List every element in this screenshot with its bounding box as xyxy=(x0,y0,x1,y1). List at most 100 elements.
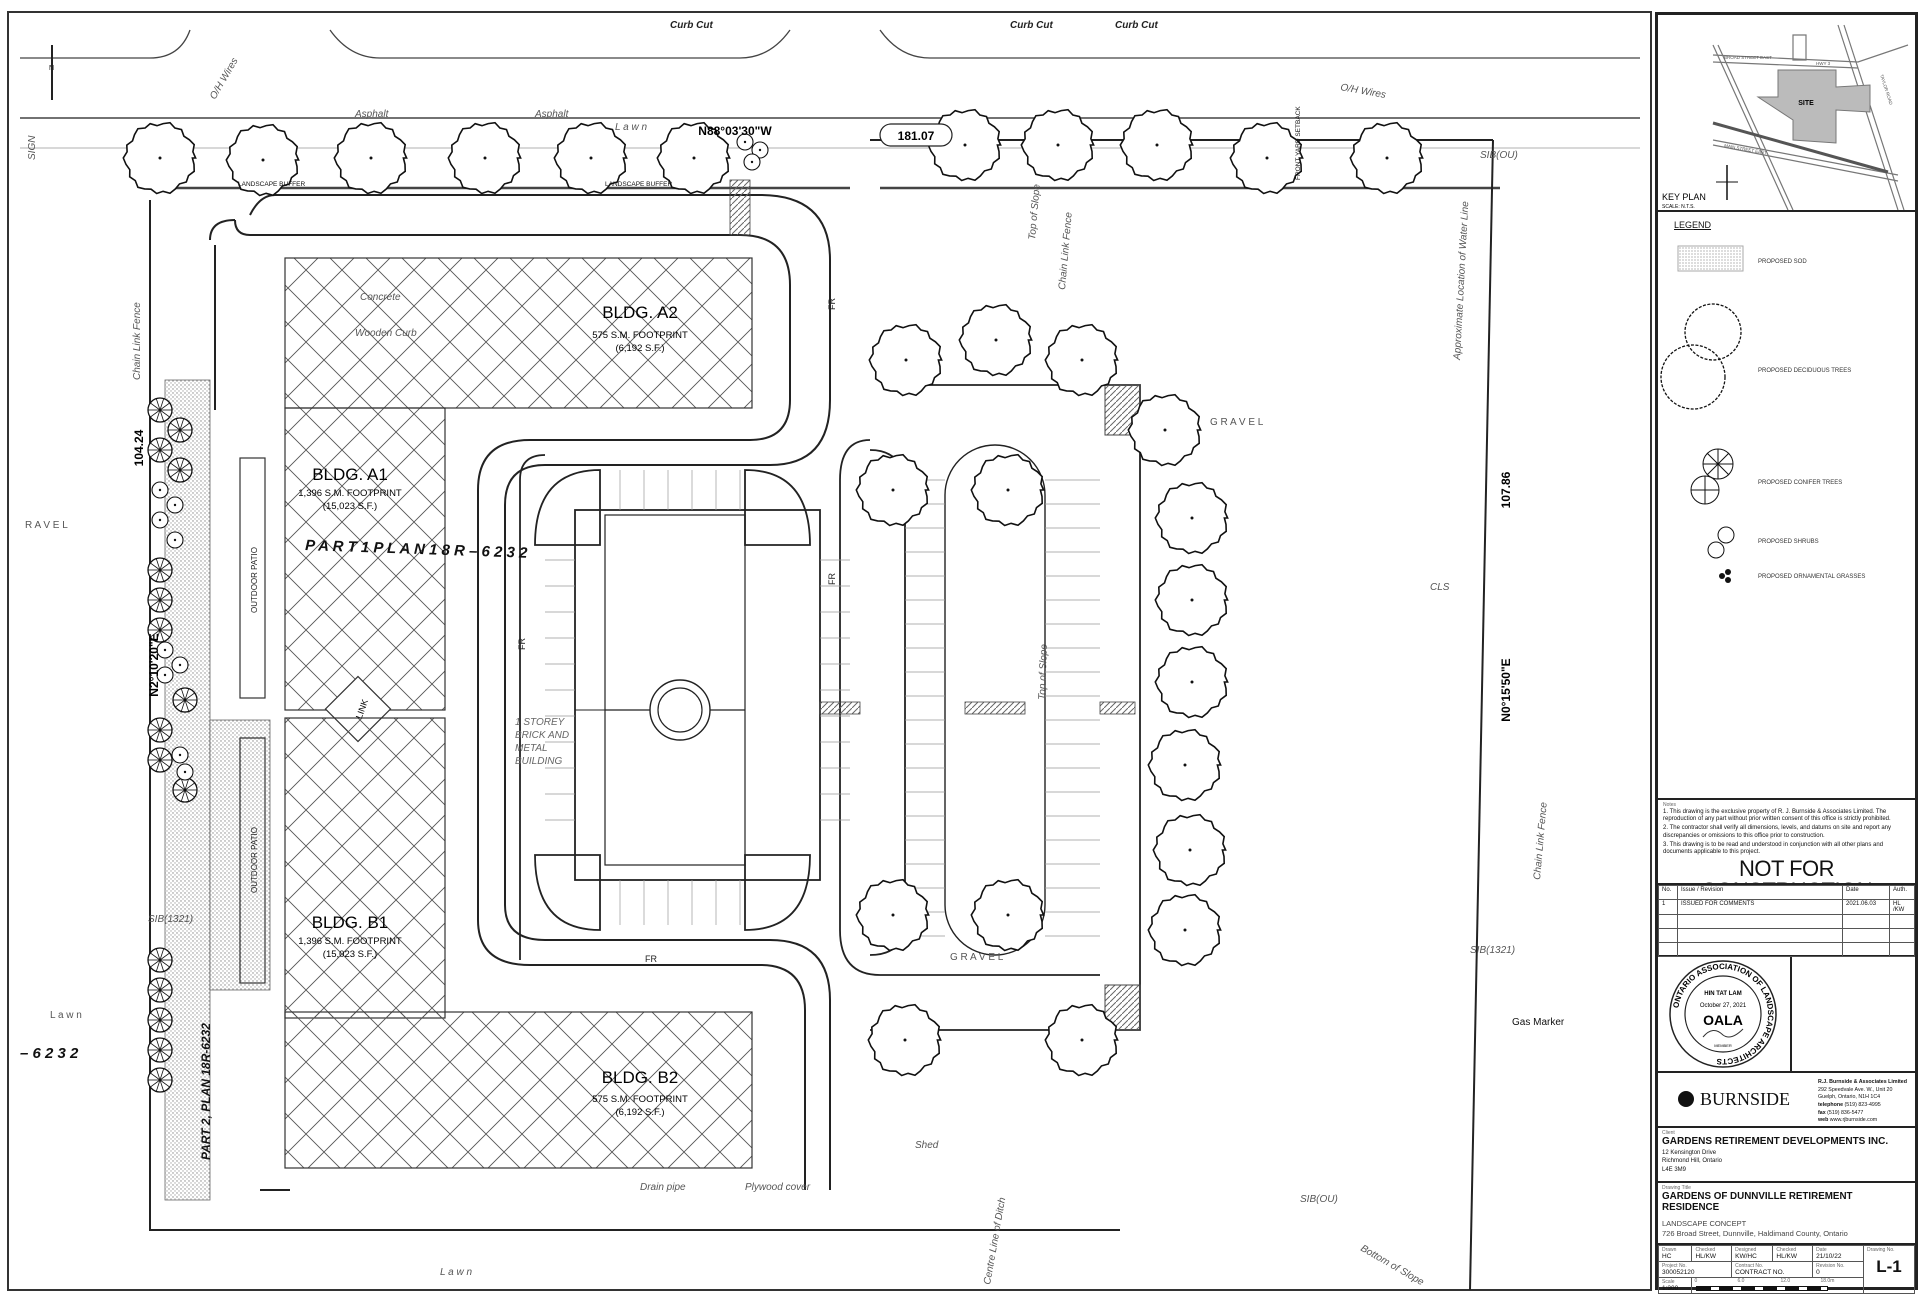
legend-item-deciduous: PROPOSED DECIDUOUS TREES xyxy=(1758,368,1852,374)
key-plan-road-main: MAIN STREET EAST xyxy=(1724,143,1768,155)
shrub-icon xyxy=(736,133,754,151)
key-plan-title: KEY PLAN xyxy=(1662,192,1706,202)
notes-title: Notes xyxy=(1663,802,1677,808)
deciduous-tree-icon xyxy=(1127,393,1202,467)
note-3: 3. This drawing is to be read and unders… xyxy=(1663,841,1884,855)
drawn-value: HC xyxy=(1662,1253,1672,1260)
drawing-no-value: L-1 xyxy=(1876,1257,1902,1276)
asphalt-label-2: Asphalt xyxy=(534,109,570,120)
landscape-buffer-label-2: LANDSCAPE BUFFER xyxy=(605,181,672,188)
conifer-tree-icon xyxy=(147,747,173,773)
north-arrow-icon xyxy=(1716,165,1738,200)
outdoor-patio-label-south: OUTDOOR PATIO xyxy=(250,827,259,893)
deciduous-tree-icon xyxy=(1660,303,1742,410)
deciduous-tree-icon xyxy=(1152,813,1227,887)
drawing-subtitle: LANDSCAPE CONCEPT xyxy=(1662,1219,1747,1228)
firm-contact: R.J. Burnside & Associates Limited 292 S… xyxy=(1818,1079,1907,1125)
curb-cut-label: Curb Cut xyxy=(670,20,713,31)
shrub-icon xyxy=(166,496,184,514)
revision-row: 1 ISSUED FOR COMMENTS 2021.06.03 HL /KW xyxy=(1658,899,1915,915)
building-a2-footprint: 575 S.M. FOOTPRINT xyxy=(592,330,688,341)
building-a2: BLDG. A2 575 S.M. FOOTPRINT (6,192 S.F.) xyxy=(284,257,753,409)
drain-pipe-label: Drain pipe xyxy=(640,1182,686,1193)
building-b1-label: BLDG. B1 xyxy=(312,913,389,932)
building-a2-label: BLDG. A2 xyxy=(602,303,678,322)
part2-plan-label: PART 2, PLAN 18R-6232 xyxy=(199,1023,213,1160)
fire-route-label-3: FR xyxy=(827,573,837,585)
shrub-icon xyxy=(156,666,174,684)
chain-link-fence-label: Chain Link Fence xyxy=(132,302,143,380)
deciduous-tree-icon xyxy=(553,121,628,195)
drawing-location: 726 Broad Street, Dunnville, Haldimand C… xyxy=(1662,1229,1848,1238)
seal-date: October 27, 2021 xyxy=(1700,1003,1747,1009)
checked-value: HL/KW xyxy=(1695,1253,1717,1260)
curb-cut-label-3: Curb Cut xyxy=(1115,20,1158,31)
drawing-title-section: Drawing Title GARDENS OF DUNNVILLE RETIR… xyxy=(1658,1183,1915,1245)
project-no-value: 300052120 xyxy=(1662,1269,1695,1276)
east-dimension: 107.86 xyxy=(1499,471,1513,508)
storey-label: 1 STOREY BRICK AND METAL BUILDING xyxy=(515,717,569,767)
title-block: SITE BROAD STREET EAST HWY 3 MAIN STREET… xyxy=(1655,12,1918,1294)
client-label: Client xyxy=(1662,1130,1675,1136)
north-bearing: N88°03'30"W xyxy=(698,124,772,138)
conifer-tree-icon xyxy=(147,1007,173,1033)
shrub-icon xyxy=(1707,526,1735,559)
fire-route-labels: FR FR FR FR xyxy=(517,298,837,964)
legend-item-shrubs: PROPOSED SHRUBS xyxy=(1758,539,1819,545)
notes: Notes 1. This drawing is the exclusive p… xyxy=(1658,800,1915,885)
deciduous-tree-icon xyxy=(1154,481,1229,555)
key-plan-road-hwy3: HWY 3 xyxy=(1816,61,1831,66)
site-plan-drawing: BLDG. A2 575 S.M. FOOTPRINT (6,192 S.F.)… xyxy=(7,11,1652,1291)
wooden-curb-label: Wooden Curb xyxy=(355,328,417,339)
deciduous-tree-icon xyxy=(1119,108,1194,182)
building-a1-label: BLDG. A1 xyxy=(312,465,388,484)
legend-icons xyxy=(1660,245,1744,583)
oala-logo: OALA xyxy=(1703,1012,1743,1028)
conifer-tree-icon xyxy=(147,1067,173,1093)
scale-label: Scale xyxy=(1662,1279,1675,1285)
building-b1-area: (15,023 S.F.) xyxy=(323,949,377,960)
shed-label: Shed xyxy=(915,1140,939,1151)
deciduous-tree-icon xyxy=(1154,563,1229,637)
revision-date: 2021.06.03 xyxy=(1842,899,1890,915)
outdoor-patio-label-north: OUTDOOR PATIO xyxy=(250,547,259,613)
key-plan-map: SITE BROAD STREET EAST HWY 3 MAIN STREET… xyxy=(1662,24,1909,210)
conifer-tree-icon xyxy=(147,397,173,423)
ornamental-grass-icon xyxy=(1719,569,1731,583)
top-of-slope-label-2: Top of Slope xyxy=(1037,644,1050,701)
building-a1-footprint: 1,396 S.M. FOOTPRINT xyxy=(298,488,402,499)
deciduous-tree-icon xyxy=(333,121,408,195)
shrub-icon xyxy=(171,656,189,674)
deciduous-tree-icon xyxy=(868,323,943,397)
revision-issue: ISSUED FOR COMMENTS xyxy=(1677,899,1843,915)
storey-line-4: BUILDING xyxy=(515,756,562,767)
cls-label: CLS xyxy=(1430,582,1450,593)
building-a1-area: (15,023 S.F.) xyxy=(323,501,377,512)
drawing-no-label: Drawing No. xyxy=(1867,1247,1895,1253)
checked-value-2: HL/KW xyxy=(1776,1253,1797,1260)
scale-tick-1: 6.0 xyxy=(1737,1278,1745,1284)
client-section: Client GARDENS RETIREMENT DEVELOPMENTS I… xyxy=(1658,1128,1915,1183)
deciduous-tree-icon xyxy=(855,878,930,952)
scale-tick-2: 12.0 xyxy=(1780,1278,1791,1284)
deciduous-tree-icon xyxy=(1044,323,1119,397)
deciduous-tree-icon xyxy=(855,453,930,527)
deciduous-tree-icon xyxy=(1147,728,1222,802)
fire-route-label: FR xyxy=(827,298,837,310)
conifer-tree-icon xyxy=(172,687,198,713)
client-address-3: L4E 3M9 xyxy=(1662,1166,1687,1173)
contract-no-label: Contract No. xyxy=(1735,1263,1764,1269)
designed-value: KW/HC xyxy=(1735,1253,1757,1260)
revision-header-issue: Issue / Revision xyxy=(1677,885,1843,900)
drawing-title: GARDENS OF DUNNVILLE RETIREMENT RESIDENC… xyxy=(1662,1191,1853,1213)
date-value: 21/10/22 xyxy=(1816,1253,1842,1260)
conifer-tree-icon xyxy=(172,777,198,803)
gas-marker-label: Gas Marker xyxy=(1512,1017,1565,1028)
designed-label: Designed xyxy=(1735,1247,1757,1253)
north-dimension: 181.07 xyxy=(898,129,935,143)
deciduous-tree-icon xyxy=(447,121,522,195)
building-b2-area: (6,192 S.F.) xyxy=(615,1107,664,1118)
drawn-label: Drawn xyxy=(1662,1247,1677,1253)
building-b1: BLDG. B1 1,396 S.M. FOOTPRINT (15,023 S.… xyxy=(284,717,446,1019)
conifer-tree-icon xyxy=(147,617,173,643)
